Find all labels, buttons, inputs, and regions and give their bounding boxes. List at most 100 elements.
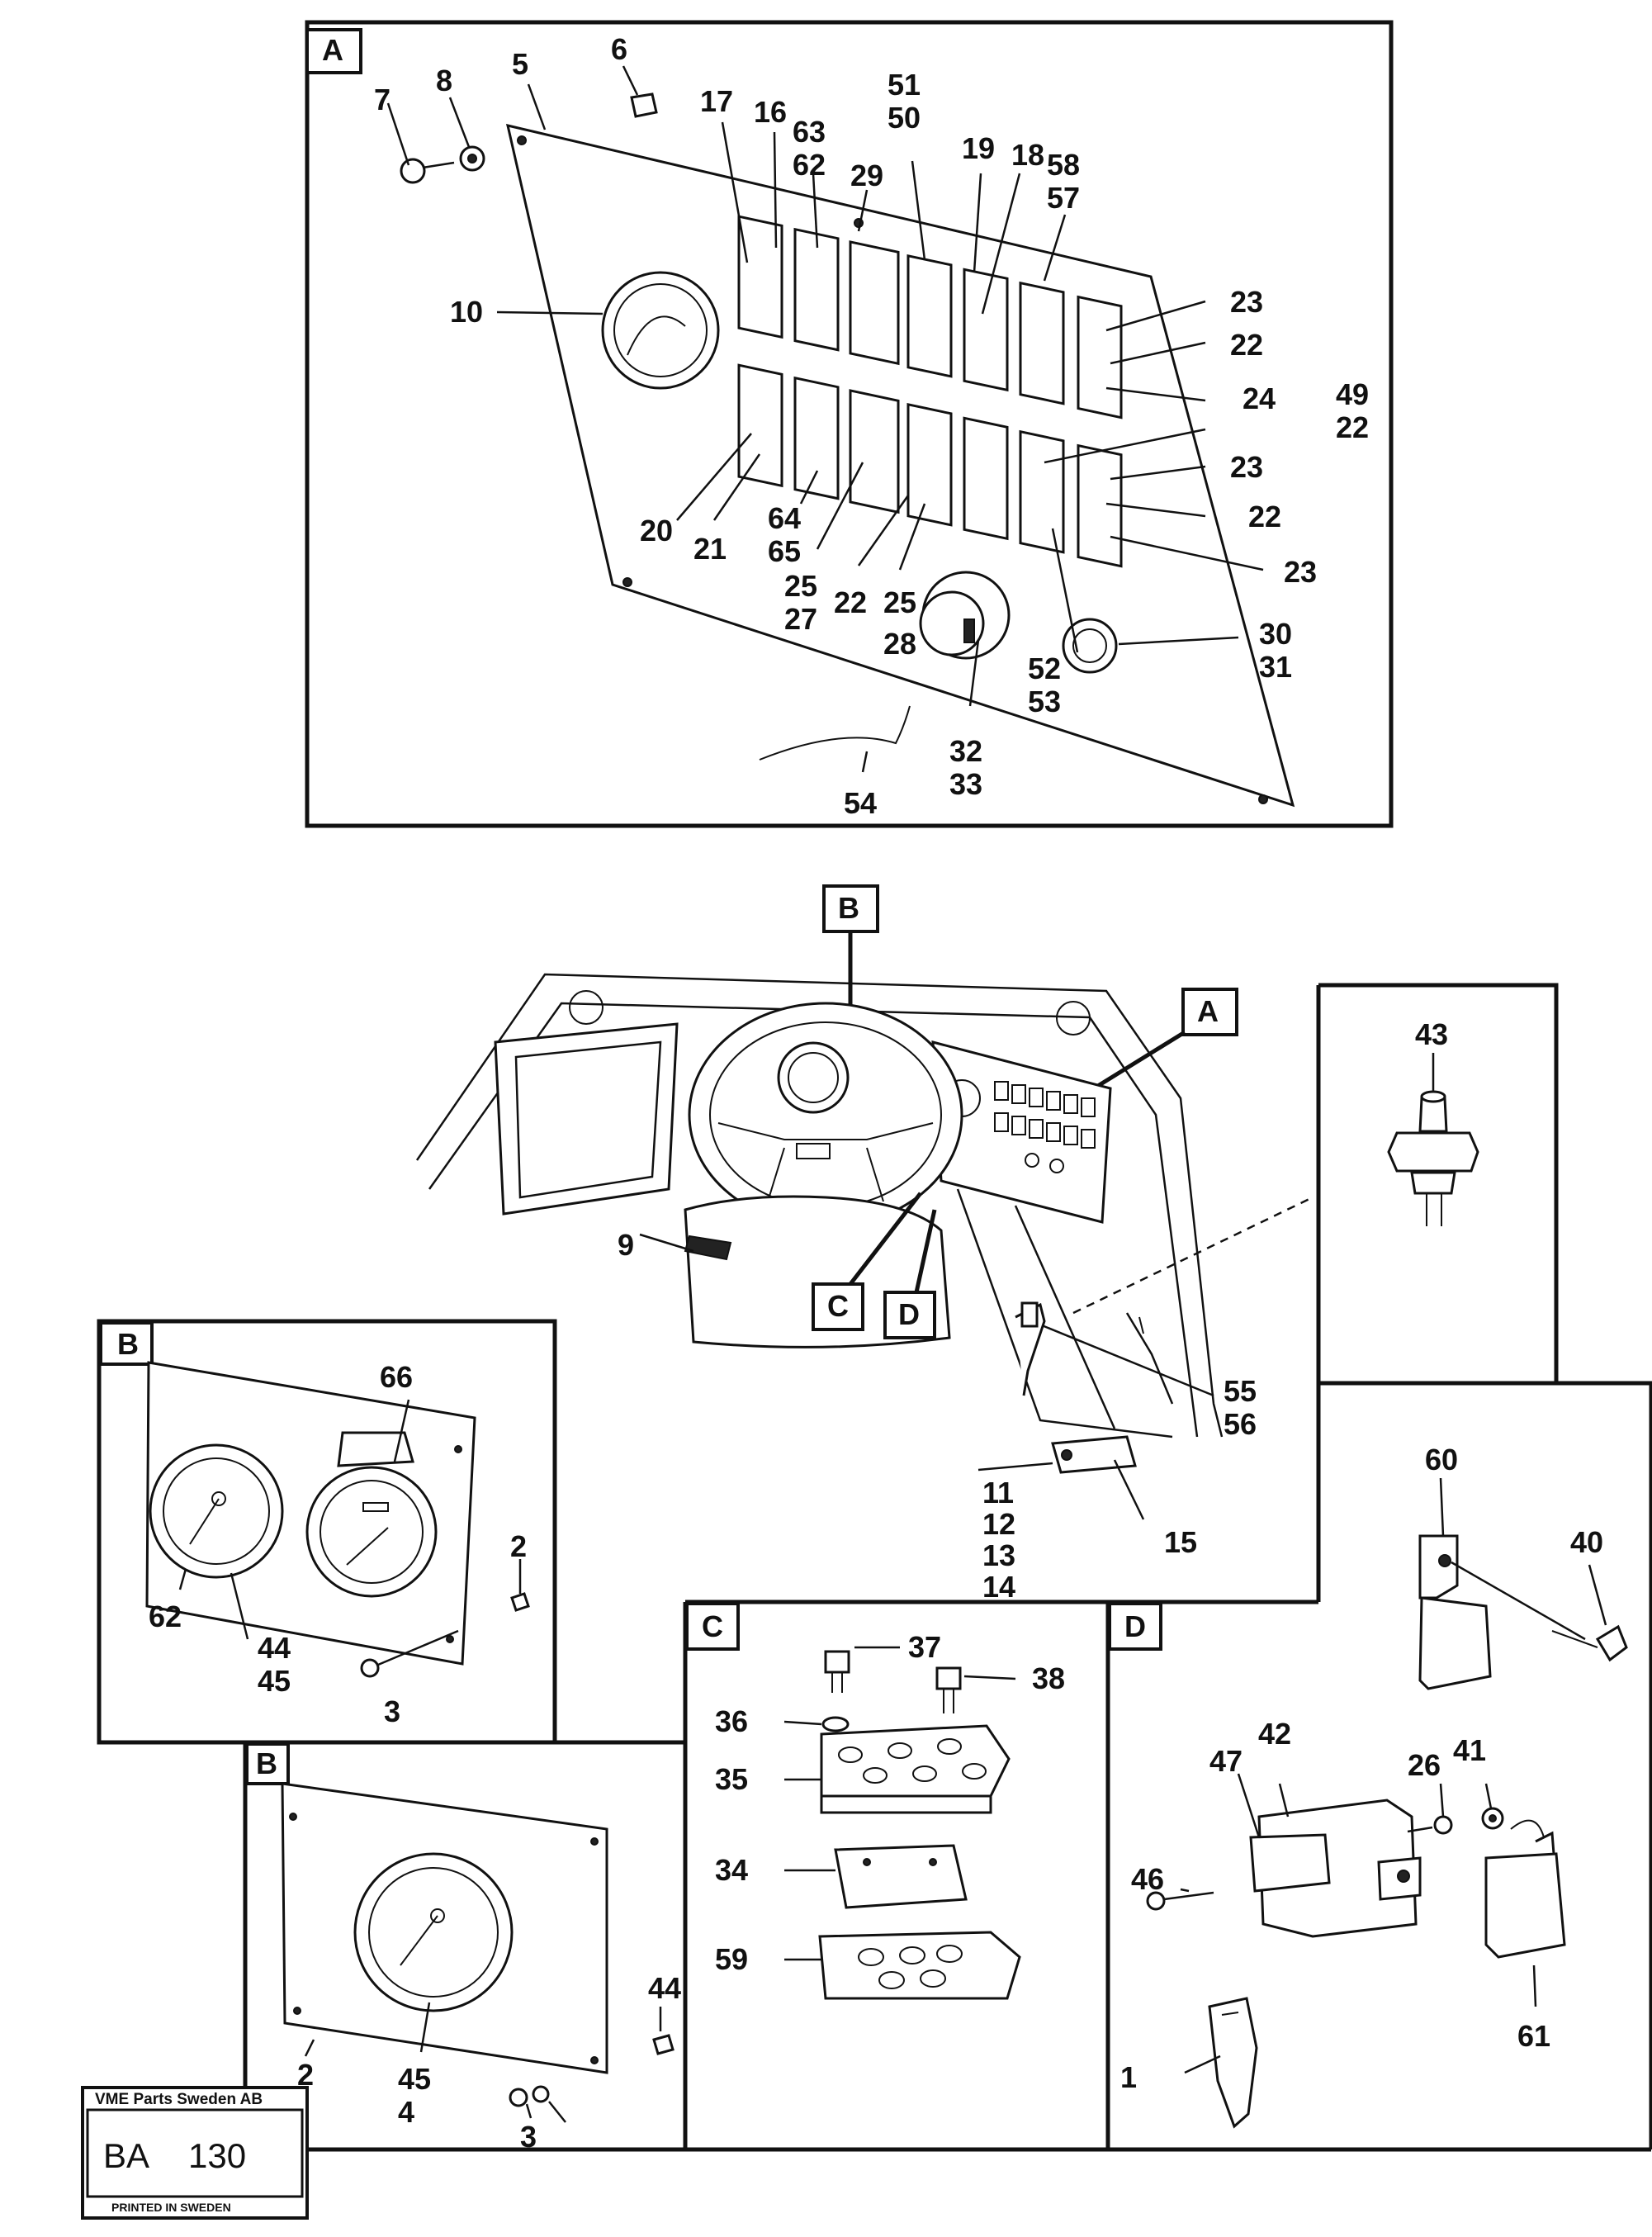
callout-37: 38 — [1032, 1661, 1065, 1695]
pressure-sensor — [1387, 1090, 1479, 1226]
panel-tag-d — [1108, 1602, 1162, 1651]
cab-tag-a-letter: A — [1197, 994, 1219, 1028]
callout-53: 53 — [1028, 685, 1061, 718]
callout-51: 51 — [888, 68, 921, 102]
callout-2: 44 — [648, 1971, 681, 2005]
callout-18: 18 — [1011, 138, 1044, 172]
callout-7: 7 — [374, 83, 391, 116]
relay-components — [1146, 1534, 1628, 2129]
callout-19: 19 — [962, 131, 995, 165]
callout-40: 42 — [1258, 1717, 1291, 1751]
cab-tag-d — [883, 1291, 936, 1339]
callout-43: 43 — [1415, 1017, 1448, 1051]
cable — [759, 705, 911, 761]
callout-1: 2 — [297, 2058, 314, 2092]
single-gauge-panel — [281, 1782, 675, 2107]
callout-22: 22 — [1230, 328, 1263, 362]
detail-frame-d-outer — [1318, 1381, 1652, 2149]
detail-frame-b-single — [243, 1740, 688, 2152]
callout-36: 35 — [715, 1762, 748, 1796]
callout-26: 41 — [1453, 1733, 1486, 1767]
callout-65: 65 — [768, 534, 801, 568]
callout-44: 44 — [258, 1631, 291, 1665]
callout-2: 2 — [510, 1529, 527, 1563]
callout-44: 45 — [398, 2062, 431, 2096]
callout-42: 47 — [1209, 1744, 1243, 1778]
instrument-plate — [506, 123, 1295, 808]
callout-52: 52 — [1028, 652, 1061, 685]
callout-27: 27 — [784, 602, 817, 636]
callout-13: 13 — [982, 1538, 1015, 1572]
callout-45: 4 — [398, 2095, 414, 2129]
callout-5: 5 — [512, 47, 528, 81]
callout-64: 64 — [768, 501, 801, 535]
leader-lines-a — [386, 65, 1264, 773]
callout-11: 11 — [982, 1476, 1014, 1510]
cab-tag-c-letter: C — [827, 1289, 849, 1323]
callout-9: 9 — [618, 1228, 634, 1262]
screw-washer-nut — [400, 92, 658, 184]
knob — [1062, 618, 1118, 674]
callout-46: 61 — [1517, 2019, 1550, 2053]
callout-61: 1 — [1120, 2060, 1137, 2094]
callout-41: 46 — [1131, 1862, 1164, 1896]
callout-54: 54 — [844, 786, 877, 820]
cab-tag-c — [812, 1282, 864, 1331]
callout-10: 10 — [450, 295, 483, 329]
callout-22: 22 — [1248, 500, 1281, 533]
cab-dashboard — [415, 973, 1224, 1474]
callout-63: 63 — [793, 115, 826, 149]
stamp-printed: PRINTED IN SWEDEN — [111, 2201, 231, 2214]
callout-62: 62 — [149, 1600, 182, 1633]
callout-39: 37 — [908, 1630, 941, 1664]
callout-58: 58 — [1047, 148, 1080, 182]
panel-tag-c — [685, 1602, 740, 1651]
callout-12: 12 — [982, 1507, 1015, 1541]
callout-35: 34 — [715, 1853, 748, 1887]
callout-8: 8 — [436, 64, 452, 97]
callout-6: 6 — [611, 32, 627, 66]
callout-59: 60 — [1425, 1443, 1458, 1476]
bracket-assembly — [818, 1650, 1021, 2000]
callout-66: 66 — [380, 1360, 413, 1394]
callout-30: 30 — [1259, 617, 1292, 651]
callout-34: 59 — [715, 1942, 748, 1976]
stamp-company: VME Parts Sweden AB — [95, 2091, 263, 2108]
panel-tag-b-dual-letter: B — [117, 1327, 139, 1361]
panel-tag-a — [305, 28, 362, 74]
callout-3: 3 — [384, 1694, 400, 1728]
callout-32: 32 — [949, 734, 982, 768]
callout-50: 50 — [888, 101, 921, 135]
cab-tag-b-letter: B — [838, 891, 859, 925]
callout-22: 22 — [834, 585, 867, 619]
stamp-code: BA — [103, 2136, 149, 2175]
callout-45: 45 — [258, 1664, 291, 1698]
dual-gauge-panel — [145, 1361, 530, 1678]
callout-62: 62 — [793, 148, 826, 182]
callout-15: 15 — [1164, 1525, 1197, 1559]
callout-31: 31 — [1259, 650, 1292, 684]
panel-tag-c-letter: C — [702, 1609, 723, 1643]
callout-29: 29 — [850, 159, 883, 192]
stamp-number: 130 — [188, 2136, 246, 2175]
callout-60: 40 — [1570, 1525, 1603, 1559]
cab-tag-a — [1181, 988, 1238, 1036]
lower-switch-row — [737, 363, 1123, 568]
callout-25: 25 — [883, 585, 916, 619]
cab-a-pointer — [1092, 1030, 1186, 1091]
detail-frame-a — [305, 20, 1394, 828]
callout-28: 28 — [883, 627, 916, 661]
callout-20: 20 — [640, 514, 673, 547]
callout-14: 14 — [982, 1570, 1015, 1604]
callout-56: 56 — [1224, 1407, 1257, 1441]
panel-tag-a-letter: A — [322, 33, 343, 67]
callout-47: 26 — [1408, 1748, 1441, 1782]
callout-16: 16 — [754, 95, 787, 129]
callout-21: 21 — [693, 532, 727, 566]
callout-23: 23 — [1230, 450, 1263, 484]
callout-57: 57 — [1047, 181, 1080, 215]
callout-4: 3 — [520, 2120, 537, 2154]
callout-25: 25 — [784, 569, 817, 603]
callout-17: 17 — [700, 84, 733, 118]
